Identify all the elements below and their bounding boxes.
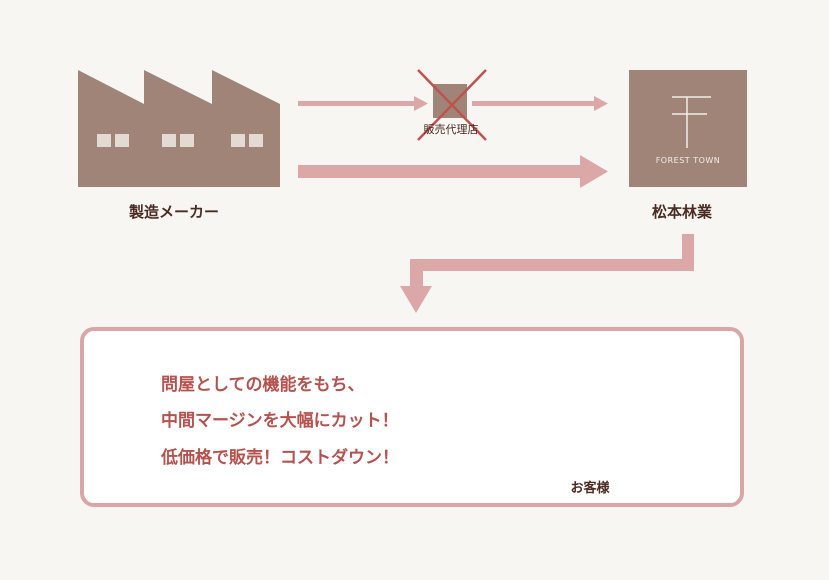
message-line-2: 中間マージンを大幅にカット！ — [161, 411, 399, 431]
arrow-to-customer — [400, 234, 694, 313]
agent-crossed-icon — [417, 69, 487, 141]
customer-label: お客様 — [570, 481, 610, 496]
direct-arrow — [298, 155, 608, 188]
agent-label: 販売代理店 — [423, 123, 479, 136]
manufacturer-label: 製造メーカー — [129, 203, 220, 221]
arrow-to-agent — [298, 96, 428, 111]
logo-text: FOREST TOWN — [655, 156, 721, 165]
forest-town-logo — [629, 70, 747, 187]
factory-icon — [78, 70, 280, 187]
company-label: 松本林業 — [652, 203, 713, 221]
arrow-agent-to-company — [472, 96, 608, 111]
message-line-1: 問屋としての機能をもち、 — [161, 375, 365, 395]
message-line-3: 低価格で販売！コストダウン！ — [161, 448, 399, 468]
customer-box — [80, 327, 744, 507]
